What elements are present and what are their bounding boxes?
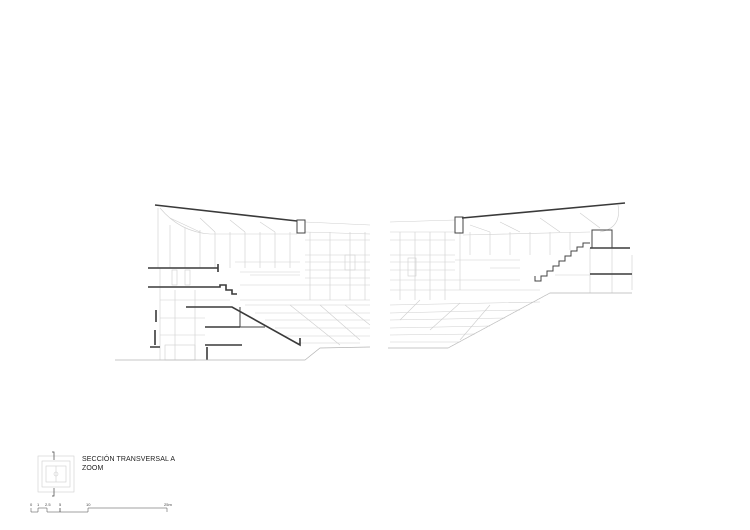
scale-bar: 0 1 2.5 5 10 25m bbox=[30, 502, 172, 513]
right-elevation-background bbox=[389, 204, 633, 343]
scale-label-10: 10 bbox=[86, 502, 91, 507]
drawing-title: SECCIÓN TRANSVERSAL A ZOOM bbox=[82, 456, 175, 473]
key-plan-icon bbox=[37, 451, 75, 497]
right-cut-lines bbox=[388, 202, 632, 349]
scale-label-2-5: 2.5 bbox=[45, 502, 51, 507]
left-section bbox=[115, 204, 371, 361]
right-section bbox=[388, 202, 633, 349]
scale-label-0: 0 bbox=[30, 502, 33, 507]
drawing-title-line2: ZOOM bbox=[82, 464, 104, 472]
drawing-title-line1: SECCIÓN TRANSVERSAL A bbox=[82, 456, 176, 463]
scale-label-1: 1 bbox=[37, 502, 40, 507]
left-cut-lines bbox=[115, 204, 371, 361]
scale-label-5: 5 bbox=[59, 502, 62, 507]
scale-label-25m: 25m bbox=[164, 502, 172, 507]
left-elevation-background bbox=[157, 207, 371, 361]
